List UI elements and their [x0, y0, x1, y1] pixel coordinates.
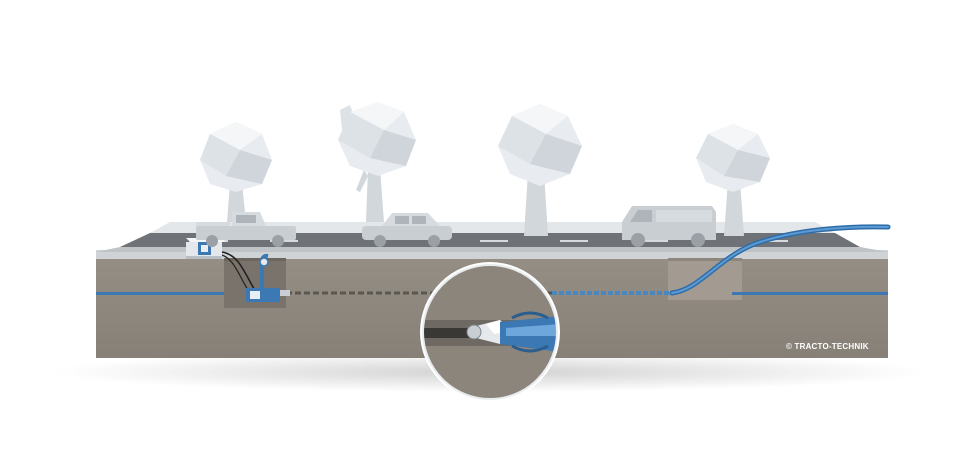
tree-icon: [338, 102, 416, 222]
existing-pipe-left: [96, 292, 224, 295]
control-unit-icon: [186, 238, 226, 259]
tree-icon: [498, 104, 582, 236]
hydraulic-hose: [221, 251, 257, 293]
winch-machine-icon: [246, 253, 290, 302]
surface-edge: [96, 250, 888, 259]
road-edge: [96, 247, 888, 252]
tree-icon: [696, 124, 770, 236]
existing-pipe-right: [732, 292, 888, 295]
copyright-credit: © TRACTO-TECHNIK: [786, 342, 869, 351]
van-icon: [622, 206, 716, 247]
sedan-car-icon: [362, 213, 452, 247]
tree-icon: [200, 122, 272, 222]
magnifier-detail: [420, 262, 560, 402]
pickup-truck-icon: [196, 212, 296, 247]
